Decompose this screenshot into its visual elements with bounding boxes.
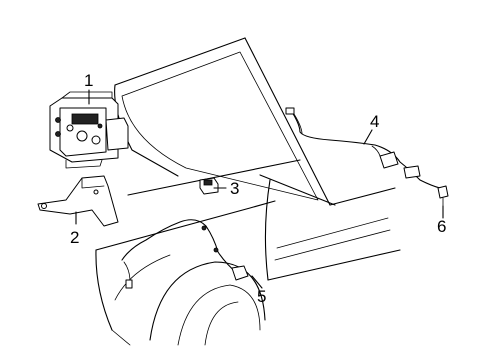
callout-4: 4 xyxy=(370,112,379,131)
front-wire-harness xyxy=(121,219,249,289)
rear-wire-harness xyxy=(285,107,441,189)
abs-actuator xyxy=(49,91,129,169)
callout-labels: 1 2 3 4 5 6 xyxy=(70,71,446,306)
callout-1: 1 xyxy=(84,71,93,90)
leader-lines xyxy=(75,89,444,289)
actuator-bracket xyxy=(37,175,119,227)
sensor-part xyxy=(199,177,219,195)
callout-5: 5 xyxy=(257,287,266,306)
connector-clip xyxy=(437,185,449,207)
callout-3: 3 xyxy=(230,179,239,198)
callout-2: 2 xyxy=(70,228,79,247)
vehicle-body-outline xyxy=(95,37,401,346)
callout-6: 6 xyxy=(437,217,446,236)
